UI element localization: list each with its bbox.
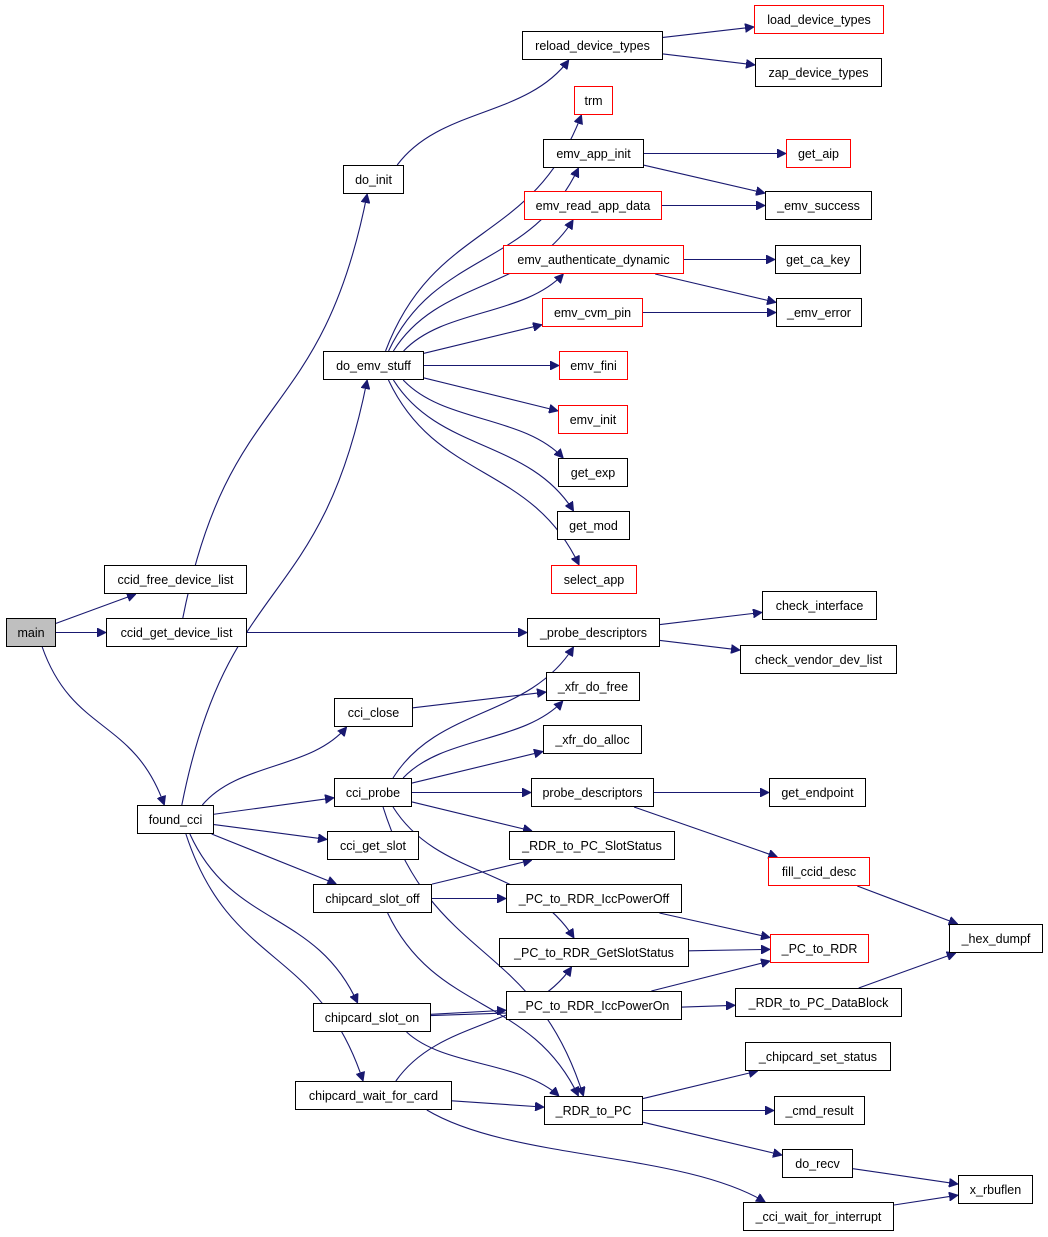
edge-do-emv-stuff-to-emv-read-app-data <box>392 220 573 352</box>
edge-emv-authenticate-dynamic-to-emv-error <box>655 273 776 302</box>
node-get-aip[interactable]: get_aip <box>786 139 851 168</box>
node-get-mod[interactable]: get_mod <box>557 511 630 540</box>
node-trm[interactable]: trm <box>574 86 613 115</box>
edge-chipcard-wait-for-card-to-cci-wait-for-interrupt <box>426 1109 765 1202</box>
node-ccid-get-device-list[interactable]: ccid_get_device_list <box>106 618 247 647</box>
edge-emv-app-init-to-emv-success <box>643 164 765 193</box>
node-emv-authenticate-dynamic[interactable]: emv_authenticate_dynamic <box>503 245 684 274</box>
node-zap-device-types[interactable]: zap_device_types <box>755 58 882 87</box>
node-pc-to-rdr-iccpoweroff[interactable]: _PC_to_RDR_IccPowerOff <box>506 884 682 913</box>
edge-PC-to-RDR-IccPowerOn-to-PC-to-RDR <box>651 961 770 992</box>
edge-do-emv-stuff-to-emv-init <box>423 377 558 411</box>
edge-RDR-to-PC-DataBlock-to-hex-dumpf <box>858 953 956 989</box>
edge-fill-ccid-desc-to-hex-dumpf <box>857 885 957 924</box>
edge-main-to-ccid-free-device-list <box>55 594 136 624</box>
node-rdr-to-pc[interactable]: _RDR_to_PC <box>544 1096 643 1125</box>
node-probe-descriptors-internal[interactable]: _probe_descriptors <box>527 618 660 647</box>
edge-do-recv-to-x-rbuflen <box>852 1168 958 1184</box>
node-check-interface[interactable]: check_interface <box>762 591 877 620</box>
edge-RDR-to-PC-to-do-recv <box>642 1121 782 1155</box>
node-emv-cvm-pin[interactable]: emv_cvm_pin <box>542 298 643 327</box>
edge-cci-probe-to-xfr-do-free <box>402 701 563 779</box>
node-chipcard-slot-off[interactable]: chipcard_slot_off <box>313 884 432 913</box>
node-select-app[interactable]: select_app <box>551 565 637 594</box>
node-cci-get-slot[interactable]: cci_get_slot <box>327 831 419 860</box>
node-fill-ccid-desc[interactable]: fill_ccid_desc <box>768 857 870 886</box>
node-chipcard-slot-on[interactable]: chipcard_slot_on <box>313 1003 431 1032</box>
edge-cci-probe-to-xfr-do-alloc <box>411 751 543 784</box>
node-ccid-free-device-list[interactable]: ccid_free_device_list <box>104 565 247 594</box>
edge-probe-descriptors-to-check-interface <box>659 612 762 626</box>
edge-chipcard-slot-on-to-PC-to-RDR-IccPowerOn <box>430 1010 506 1014</box>
node-pc-to-rdr-getslotstatus[interactable]: _PC_to_RDR_GetSlotStatus <box>499 938 689 967</box>
node-rdr-to-pc-slotstatus[interactable]: _RDR_to_PC_SlotStatus <box>509 831 675 860</box>
edge-found-cci-to-do-emv-stuff <box>181 380 367 806</box>
node-emv-init[interactable]: emv_init <box>558 405 628 434</box>
edge-cci-wait-for-interrupt-to-x-rbuflen <box>893 1195 958 1206</box>
edge-found-cci-to-chipcard-wait-for-card <box>185 833 363 1081</box>
edge-ccid-get-device-list-to-do-init <box>182 194 367 619</box>
edge-reload-device-types-to-zap-device-types <box>662 53 755 65</box>
node-emv-app-init[interactable]: emv_app_init <box>543 139 644 168</box>
node-do-emv-stuff[interactable]: do_emv_stuff <box>323 351 424 380</box>
edge-RDR-to-PC-to-chipcard-set-status <box>642 1071 758 1100</box>
edge-cci-close-to-xfr-do-free <box>412 692 546 709</box>
node-x-rbuflen[interactable]: x_rbuflen <box>958 1175 1033 1204</box>
node-found-cci[interactable]: found_cci <box>137 805 214 834</box>
edge-do-emv-stuff-to-emv-authenticate-dynamic <box>403 274 564 352</box>
edge-chipcard-wait-for-card-to-RDR-to-PC <box>451 1100 544 1107</box>
edge-chipcard-slot-off-to-RDR-to-PC-SlotStatus <box>431 860 532 885</box>
node-emv-success[interactable]: _emv_success <box>765 191 872 220</box>
edge-cci-probe-to-PC-to-RDR-GetSlotStatus <box>392 806 574 938</box>
edge-PC-to-RDR-GetSlotStatus-to-PC-to-RDR <box>688 949 770 950</box>
node-emv-fini[interactable]: emv_fini <box>559 351 628 380</box>
node-get-endpoint[interactable]: get_endpoint <box>769 778 866 807</box>
node-cci-probe[interactable]: cci_probe <box>334 778 412 807</box>
edge-cci-probe-to-RDR-to-PC-SlotStatus <box>411 801 532 831</box>
edge-PC-to-RDR-IccPowerOff-to-PC-to-RDR <box>659 912 770 938</box>
edge-chipcard-slot-off-to-RDR-to-PC <box>387 912 579 1096</box>
node-get-exp[interactable]: get_exp <box>558 458 628 487</box>
node-chipcard-set-status[interactable]: _chipcard_set_status <box>745 1042 891 1071</box>
node-xfr-do-alloc[interactable]: _xfr_do_alloc <box>543 725 642 754</box>
node-check-vendor-dev-list[interactable]: check_vendor_dev_list <box>740 645 897 674</box>
edge-do-emv-stuff-to-get-exp <box>402 379 563 458</box>
edge-do-init-to-reload-device-types <box>396 60 569 166</box>
edge-main-to-found-cci <box>41 646 164 805</box>
edge-do-emv-stuff-to-get-mod <box>392 379 573 511</box>
edge-chipcard-wait-for-card-to-PC-to-RDR-GetSlotStatus <box>395 967 572 1082</box>
node-do-recv[interactable]: do_recv <box>782 1149 853 1178</box>
edge-found-cci-to-cci-get-slot <box>213 824 327 840</box>
node-chipcard-wait-for-card[interactable]: chipcard_wait_for_card <box>295 1081 452 1110</box>
edge-reload-device-types-to-load-device-types <box>662 27 754 38</box>
node-hex-dumpf[interactable]: _hex_dumpf <box>949 924 1043 953</box>
node-cci-wait-for-interrupt[interactable]: _cci_wait_for_interrupt <box>743 1202 894 1231</box>
node-do-init[interactable]: do_init <box>343 165 404 194</box>
edge-found-cci-to-cci-close <box>201 727 346 806</box>
node-load-device-types[interactable]: load_device_types <box>754 5 884 34</box>
node-cci-close[interactable]: cci_close <box>334 698 413 727</box>
node-pc-to-rdr[interactable]: _PC_to_RDR <box>770 934 869 963</box>
node-main[interactable]: main <box>6 618 56 647</box>
node-probe-descriptors[interactable]: probe_descriptors <box>531 778 654 807</box>
node-cmd-result[interactable]: _cmd_result <box>774 1096 865 1125</box>
node-reload-device-types[interactable]: reload_device_types <box>522 31 663 60</box>
node-get-ca-key[interactable]: get_ca_key <box>775 245 861 274</box>
edge-do-emv-stuff-to-emv-cvm-pin <box>423 325 542 354</box>
edge-probe-descriptors-to-fill-ccid-desc <box>633 806 777 857</box>
edge-cci-probe-to-probe-descriptors <box>392 647 574 779</box>
edge-probe-descriptors-to-check-vendor-dev-list <box>659 639 740 650</box>
node-emv-error[interactable]: _emv_error <box>776 298 862 327</box>
edge-cci-probe-to-RDR-to-PC <box>382 806 583 1096</box>
edge-found-cci-to-cci-probe <box>213 798 334 815</box>
edge-chipcard-slot-on-to-RDR-to-PC <box>406 1031 559 1096</box>
node-pc-to-rdr-iccpoweron[interactable]: _PC_to_RDR_IccPowerOn <box>506 991 682 1020</box>
edge-found-cci-to-chipcard-slot-off <box>211 833 337 884</box>
node-rdr-to-pc-datablock[interactable]: _RDR_to_PC_DataBlock <box>735 988 902 1017</box>
node-emv-read-app-data[interactable]: emv_read_app_data <box>524 191 662 220</box>
node-xfr-do-free[interactable]: _xfr_do_free <box>546 672 640 701</box>
edge-found-cci-to-chipcard-slot-on <box>189 833 358 1003</box>
